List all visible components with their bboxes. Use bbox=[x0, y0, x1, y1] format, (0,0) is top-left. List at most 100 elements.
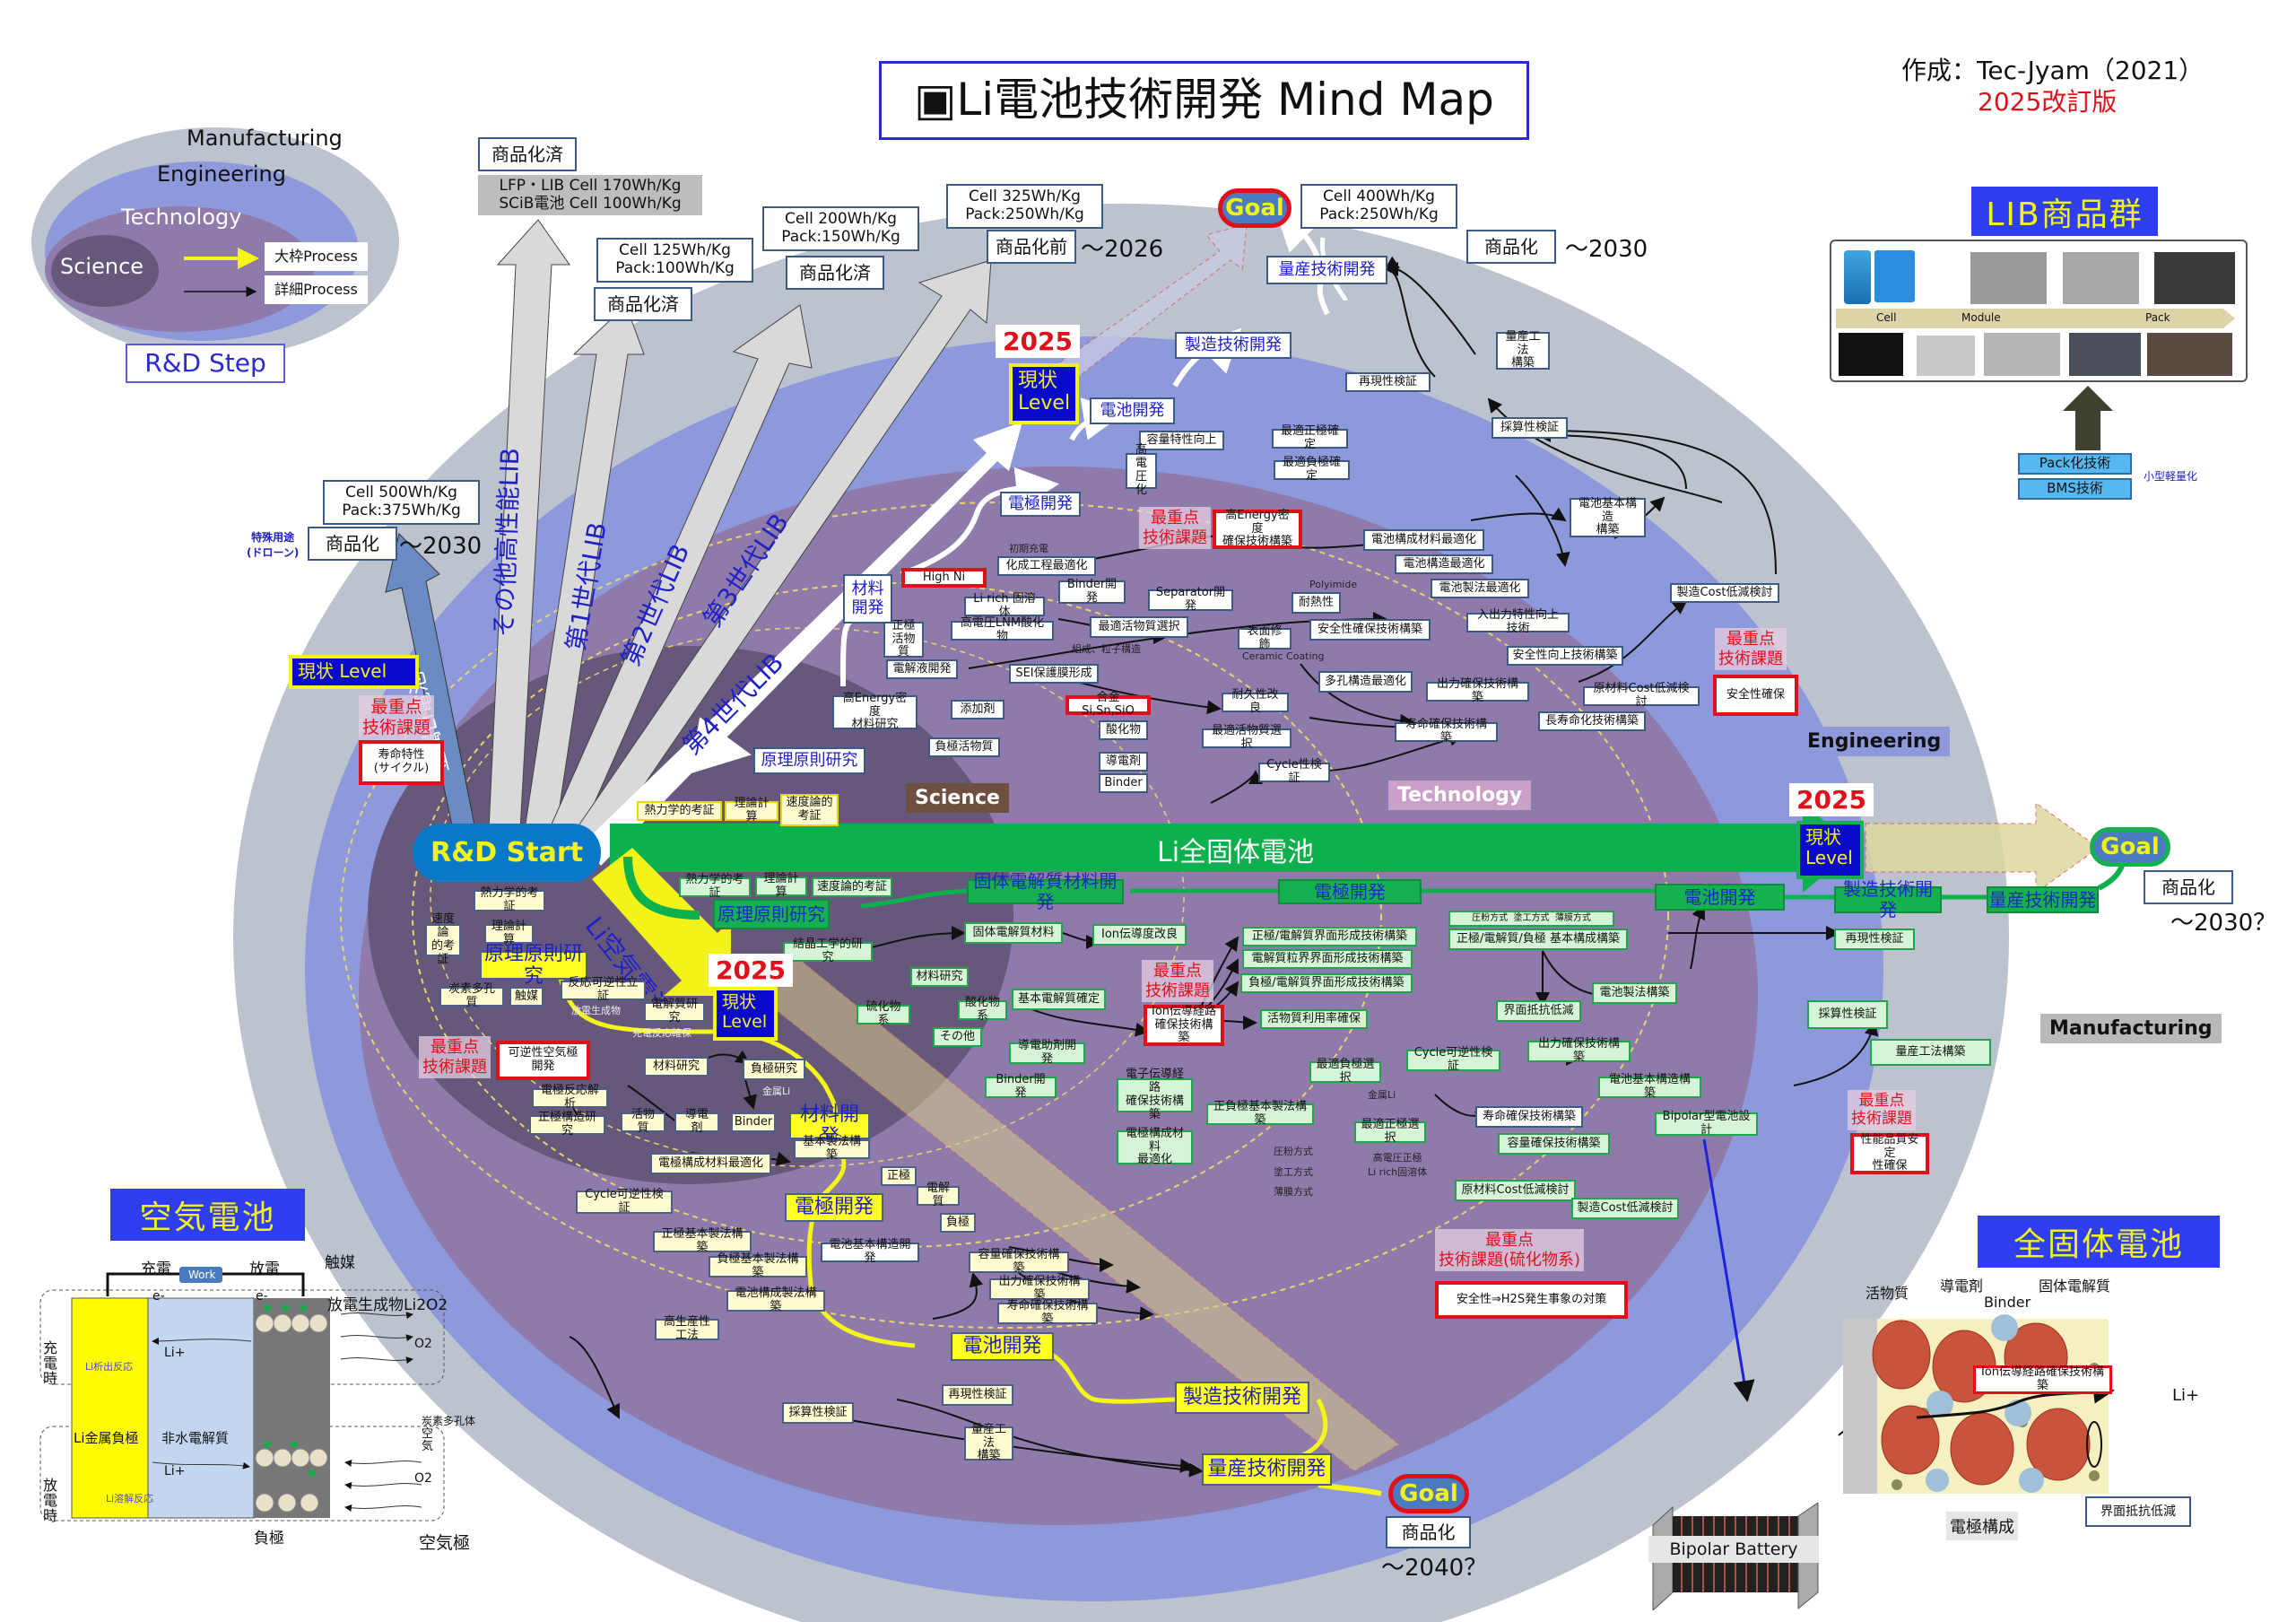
lib-stage-cell[interactable]: 電池開発 bbox=[1090, 397, 1175, 424]
air-catalyst-label: 触媒 bbox=[325, 1254, 355, 1272]
air-anode-research: 負極研究 bbox=[743, 1059, 805, 1080]
gen4-year: 2025 bbox=[996, 325, 1080, 358]
solid-theory-calc: 理論計算 bbox=[755, 872, 807, 899]
air-anode: 負極 bbox=[940, 1213, 976, 1233]
metal-li-spec: Cell 500Wh/Kg Pack:375Wh/Kg bbox=[323, 480, 480, 525]
air-stage-material[interactable]: 材料開発 bbox=[789, 1103, 870, 1148]
lib-alloy: 合金 Si,Sn,SiO bbox=[1065, 691, 1151, 718]
label-solid-state: Li全固体電池 bbox=[1157, 837, 1315, 868]
air-charge-reaction: 充電反応確保 bbox=[632, 1027, 691, 1039]
solid-ion-cond: Ion伝導度改良 bbox=[1092, 924, 1187, 946]
lib-anode-active: 負極活物質 bbox=[928, 737, 1000, 757]
air-stage-electrode[interactable]: 電極開発 bbox=[785, 1193, 883, 1222]
lib-surface: 表面修飾 bbox=[1238, 624, 1292, 651]
air-cycle-rev: Cycle可逆性検証 bbox=[576, 1188, 673, 1215]
solid-basic-struct: 電池基本構造構築 bbox=[1598, 1073, 1701, 1100]
legend-major-process: 大枠Process bbox=[265, 242, 368, 271]
solid-focus-title: 最重点 技術課題 bbox=[1142, 960, 1213, 1003]
other-status: 商品化済 bbox=[478, 137, 577, 171]
bipolar-caption: Bipolar Battery bbox=[1648, 1536, 1819, 1563]
air-anode-metal: Li金属負極 bbox=[74, 1430, 139, 1446]
lib-ceramic: Ceramic Coating bbox=[1242, 650, 1325, 662]
solid-label-binder: Binder bbox=[1984, 1294, 2031, 1311]
solid-coat: 塗工方式 bbox=[1274, 1166, 1313, 1178]
air-mat-research: 材料研究 bbox=[644, 1057, 709, 1077]
flow-module: Module bbox=[1961, 311, 2001, 324]
solid-stage-electrode[interactable]: 電極開発 bbox=[1278, 879, 1422, 904]
solid-if-grain: 電解質粒界界面形成技術構築 bbox=[1242, 949, 1413, 969]
lib-stage-electrode[interactable]: 電極開発 bbox=[1000, 492, 1081, 517]
solid-cycle-rev: Cycle可逆性検証 bbox=[1406, 1046, 1500, 1073]
lib-stage-material[interactable]: 材料 開発 bbox=[843, 574, 892, 624]
solid-stage-principle[interactable]: 原理原則研究 bbox=[713, 899, 830, 929]
lib-stage-principle[interactable]: 原理原則研究 bbox=[753, 747, 865, 774]
gen4-status: 商品化 bbox=[1466, 230, 1556, 264]
solid-press: 圧粉方式 bbox=[1274, 1146, 1313, 1157]
arrow-gen2 bbox=[546, 304, 813, 840]
air-goal[interactable]: Goal bbox=[1388, 1474, 1469, 1513]
air-cathode: 正極 bbox=[881, 1166, 917, 1186]
lib-binder-dev: Binder開発 bbox=[1058, 578, 1126, 605]
lib-high-ni: High Ni bbox=[901, 568, 987, 588]
air-stage-manufacturing[interactable]: 製造技術開発 bbox=[1175, 1382, 1309, 1414]
legend-detail-process: 詳細Process bbox=[265, 275, 368, 304]
arrow-li-air bbox=[592, 848, 731, 996]
metal-li-status: 商品化 bbox=[308, 527, 397, 561]
gen3-status: 商品化前 bbox=[987, 230, 1076, 264]
metal-li-eta: ～2030 bbox=[399, 533, 483, 560]
legend-engineering: Engineering bbox=[157, 161, 286, 187]
air-discharge: 放電 bbox=[249, 1260, 280, 1278]
lib-focus-energy: 高Energy密度 確保技術構築 bbox=[1213, 509, 1302, 549]
pack-ev-image bbox=[2069, 333, 2141, 376]
arrow-gen1 bbox=[524, 304, 645, 831]
solid-binder-dev: Binder開発 bbox=[985, 1073, 1057, 1100]
air-anode-method: 負極基本製法構築 bbox=[709, 1252, 807, 1279]
solid-active-use: 活物質利用率確保 bbox=[1260, 1009, 1368, 1029]
revision: 2025改訂版 bbox=[1978, 87, 2118, 117]
gen2-status: 商品化済 bbox=[786, 256, 884, 290]
air-stage-mass-production[interactable]: 量産技術開発 bbox=[1202, 1453, 1332, 1486]
lib-stage-mass-production[interactable]: 量産技術開発 bbox=[1266, 256, 1387, 284]
lib-opt-active2: 最適活物質選択 bbox=[1202, 724, 1292, 751]
solid-stage-mass-production[interactable]: 量産技術開発 bbox=[1987, 886, 2099, 913]
solid-if-anode: 負極/電解質界面形成技術構築 bbox=[1240, 973, 1413, 993]
solid-label-electrolyte: 固体電解質 bbox=[2039, 1278, 2111, 1295]
air-electrolyte: 電解質研究 bbox=[644, 998, 705, 1025]
air-stage-principle[interactable]: 原理原則研究 bbox=[480, 943, 587, 988]
air-charging-label: 充 電 時 bbox=[43, 1339, 58, 1387]
air-electrolyte2: 電解質 bbox=[917, 1182, 960, 1208]
solid-if-resist: 界面抵抗低減 bbox=[1496, 1000, 1581, 1022]
solid-metal-li: 金属Li bbox=[1368, 1089, 1396, 1101]
solid-cond-aid: 導電助剤開発 bbox=[1009, 1039, 1085, 1066]
lib-stage-manufacturing[interactable]: 製造技術開発 bbox=[1175, 332, 1292, 359]
lib-profit: 採算性検証 bbox=[1492, 417, 1568, 439]
solid-goal[interactable]: Goal bbox=[2090, 827, 2170, 867]
air-charge: 充電 bbox=[141, 1260, 171, 1278]
prismatic-cell-image bbox=[1874, 250, 1915, 302]
solid-stage-cell[interactable]: 電池開発 bbox=[1655, 884, 1785, 911]
solid-stage-manufacturing[interactable]: 製造技術開発 bbox=[1834, 879, 1942, 920]
solid-mass-method: 量産工法構築 bbox=[1870, 1039, 1991, 1066]
lib-binder: Binder bbox=[1099, 773, 1148, 793]
gen4-goal[interactable]: Goal bbox=[1218, 188, 1292, 228]
lib-mfg-cost: 製造Cost低減検討 bbox=[1670, 583, 1779, 603]
lib-raw-cost: 原材料Cost低減検討 bbox=[1583, 682, 1700, 709]
gen3-spec: Cell 325Wh/Kg Pack:250Wh/Kg bbox=[946, 184, 1103, 229]
air-electrode-analysis: 電極反応解析 bbox=[532, 1084, 608, 1111]
li-air-future-band bbox=[735, 950, 1400, 1472]
solid-diagram-heading: 全固体電池 bbox=[1978, 1216, 2220, 1268]
solid-mat-research: 材料研究 bbox=[910, 967, 969, 987]
rd-start-node[interactable]: R&D Start bbox=[413, 824, 601, 882]
solid-crystal: 結晶工学的研究 bbox=[783, 937, 873, 964]
solid-basic-method: 正負極基本製法構築 bbox=[1206, 1100, 1314, 1127]
solid-stage-sse[interactable]: 固体電解質材料開発 bbox=[967, 871, 1124, 912]
air-li-dissolve: Li溶解反応 bbox=[106, 1493, 154, 1504]
air-discharge-product: 放電生成物 bbox=[571, 1005, 621, 1016]
cylinder-cell-image bbox=[1844, 250, 1871, 304]
solid-current-level: 現状 Level bbox=[1796, 821, 1864, 879]
gen4-spec: Cell 400Wh/Kg Pack:250Wh/Kg bbox=[1300, 184, 1457, 229]
metal-li-note: 特殊用途 (ドローン) bbox=[247, 531, 300, 559]
air-stage-cell[interactable]: 電池開発 bbox=[951, 1332, 1054, 1361]
page-title: ▣Li電池技術開発 Mind Map bbox=[879, 61, 1529, 140]
solid-state-future-arrow bbox=[1865, 802, 2100, 894]
